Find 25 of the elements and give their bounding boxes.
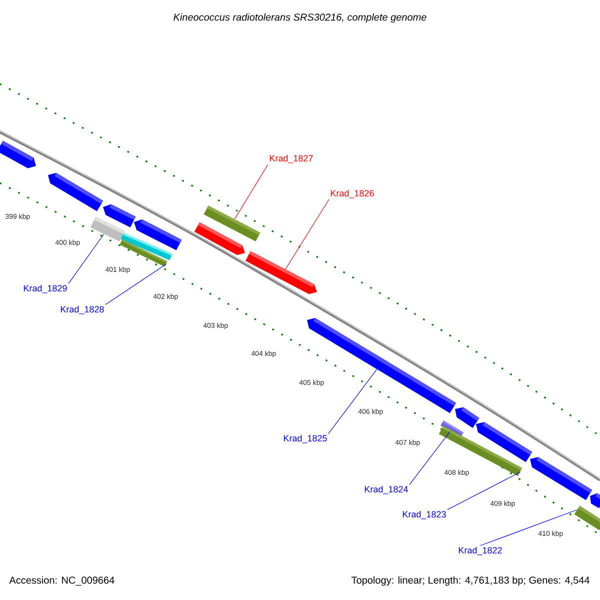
leader-line: [285, 199, 330, 270]
gene-bar: [438, 426, 522, 476]
gene-label: Krad_1822: [458, 546, 502, 556]
gene-label: Krad_1823: [402, 510, 446, 520]
gene-bar: [574, 506, 600, 530]
leader-line: [447, 472, 520, 510]
leader-line: [68, 234, 104, 284]
leader-line: [409, 431, 450, 485]
gene-label: Krad_1828: [60, 306, 104, 314]
gene-label: Krad_1827: [270, 154, 313, 164]
genome-info-text: Topology: linear; Length: 4,761,183 bp; Genes: 4,544: [352, 576, 590, 586]
gene-label: Krad_1824: [364, 486, 408, 494]
leader-line: [480, 510, 578, 546]
gene-bar: [90, 216, 125, 242]
leader-line: [328, 369, 378, 434]
gene-label: Krad_1826: [330, 190, 374, 198]
leader-line: [105, 264, 166, 305]
gene-label: Krad_1829: [24, 284, 67, 294]
leader-line: [234, 164, 268, 220]
gene-bar: [246, 251, 317, 294]
gene-bar: [120, 239, 168, 267]
accession-text: Accession: NC_009664: [9, 576, 114, 586]
gene-label: Krad_1825: [284, 434, 327, 444]
title: Kineococcus radiotolerans SRS30216, complete genome: [174, 13, 426, 23]
gene-bar: [204, 206, 260, 242]
